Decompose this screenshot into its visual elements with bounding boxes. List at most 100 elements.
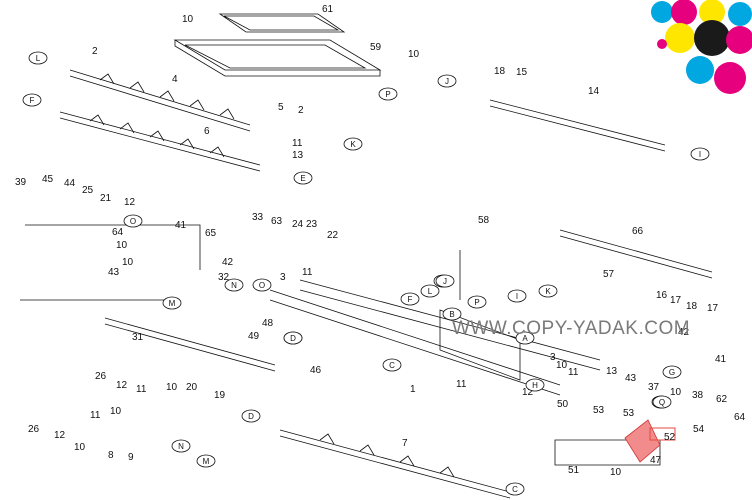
callout-number: 46 <box>310 365 322 376</box>
letter-label: N <box>178 442 184 451</box>
letter-marker <box>652 395 672 409</box>
letter-label: P <box>385 90 390 99</box>
callout-number: 7 <box>402 438 408 449</box>
callout-number: 16 <box>656 290 668 301</box>
callout-number: 12 <box>522 387 534 398</box>
callout-number: 17 <box>707 303 719 314</box>
letter-label: M <box>203 457 210 466</box>
callout-number: 4 <box>172 74 178 85</box>
callout-number: 52 <box>664 432 676 443</box>
callout-number: 44 <box>64 178 76 189</box>
letter-marker <box>538 284 558 298</box>
callout-number: 1 <box>410 384 416 395</box>
callout-number: 38 <box>692 390 704 401</box>
callout-number: 26 <box>28 424 40 435</box>
highlight-box <box>649 427 676 441</box>
letter-label: B <box>449 310 454 319</box>
callout-number: 11 <box>90 410 101 421</box>
letter-marker <box>435 274 455 288</box>
callout-number: 22 <box>327 230 339 241</box>
letter-marker <box>28 51 48 65</box>
letter-marker <box>382 358 402 372</box>
letter-label: O <box>130 217 136 226</box>
letter-label: G <box>669 368 675 377</box>
callout-number: 8 <box>108 450 114 461</box>
letter-marker <box>162 296 182 310</box>
letter-label: K <box>350 140 356 149</box>
callout-number: 63 <box>271 216 283 227</box>
callout-number: 33 <box>252 212 264 223</box>
letter-label: L <box>36 54 41 63</box>
letter-label: C <box>389 361 395 370</box>
letter-marker <box>662 365 682 379</box>
callout-number: 32 <box>218 272 230 283</box>
callout-number: 11 <box>292 138 303 149</box>
callout-number: 64 <box>112 227 124 238</box>
letter-label: D <box>248 412 254 421</box>
callout-number: 11 <box>136 384 147 395</box>
callout-number: 58 <box>478 215 490 226</box>
callout-number: 13 <box>606 366 618 377</box>
callout-number: 43 <box>625 373 637 384</box>
callout-number: 15 <box>516 67 528 78</box>
highlighted-part[interactable] <box>624 419 661 463</box>
callout-number: 49 <box>248 331 260 342</box>
callout-number: 39 <box>15 177 27 188</box>
cmyk-logo <box>651 0 752 94</box>
letter-marker <box>420 284 440 298</box>
callout-number: 9 <box>128 452 134 463</box>
letter-label: D <box>290 334 296 343</box>
callout-number: 48 <box>262 318 274 329</box>
callout-number: 54 <box>693 424 705 435</box>
letter-label: I <box>699 150 701 159</box>
callout-number: 41 <box>715 354 727 365</box>
callout-number: 53 <box>623 408 635 419</box>
letter-label: H <box>532 381 538 390</box>
callout-number: 2 <box>298 105 304 116</box>
callout-number: 12 <box>124 197 136 208</box>
callout-number: 59 <box>370 42 382 53</box>
letter-marker <box>378 87 398 101</box>
callout-number: 23 <box>306 219 318 230</box>
callout-number: 10 <box>166 382 178 393</box>
callout-number: 42 <box>222 257 234 268</box>
callout-number: 25 <box>82 185 94 196</box>
callout-number: 66 <box>632 226 644 237</box>
callout-number: 3 <box>280 272 286 283</box>
callout-number: 11 <box>456 379 467 390</box>
callout-number: 10 <box>610 467 622 478</box>
callout-number: 3 <box>550 352 556 363</box>
callout-number: 42 <box>678 327 690 338</box>
callout-number: 10 <box>670 387 682 398</box>
letter-label: Q <box>659 398 665 407</box>
letter-marker <box>293 171 313 185</box>
letter-label: N <box>231 281 237 290</box>
callout-number: 47 <box>650 455 662 466</box>
letter-label: I <box>516 292 518 301</box>
letter-label: P <box>474 298 479 307</box>
callout-number: 5 <box>278 102 284 113</box>
letter-marker <box>252 278 272 292</box>
callout-number: 64 <box>734 412 746 423</box>
letter-label: M <box>169 299 176 308</box>
letter-marker <box>690 147 710 161</box>
callout-number: 45 <box>42 174 54 185</box>
letter-label: L <box>428 287 433 296</box>
callout-number: 53 <box>593 405 605 416</box>
callout-number: 11 <box>568 367 579 378</box>
letter-marker <box>123 214 143 228</box>
callout-number: 10 <box>556 360 568 371</box>
letter-label: C <box>512 485 518 494</box>
letter-label: J <box>445 77 449 86</box>
callout-number: 50 <box>557 399 569 410</box>
callout-number: 37 <box>648 382 660 393</box>
letter-marker <box>515 331 535 345</box>
letter-callouts: LKJIFEOMNODPGFLJPIKBDCHGQAQDNMC <box>22 51 710 496</box>
callout-number: 51 <box>568 465 580 476</box>
callout-number: 21 <box>100 193 112 204</box>
letter-marker <box>224 278 244 292</box>
callout-number: 10 <box>122 257 134 268</box>
letter-label: A <box>522 334 528 343</box>
watermark: WWW.COPY-YADAK.COM <box>452 318 691 339</box>
